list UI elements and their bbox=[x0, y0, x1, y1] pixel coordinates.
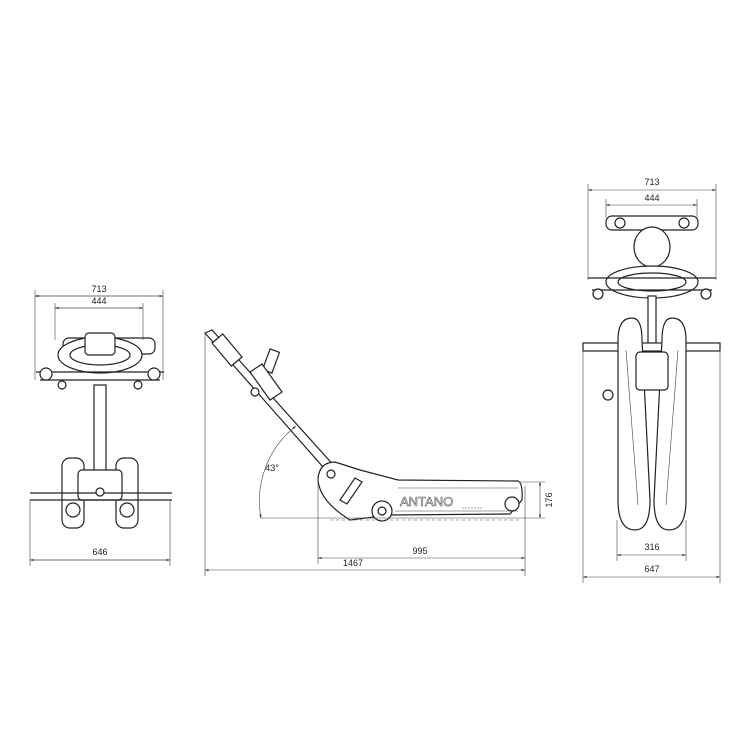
rear-drawing bbox=[582, 215, 721, 531]
track-length-label: 995 bbox=[412, 546, 427, 556]
dimension-lines bbox=[204, 333, 545, 576]
rear-handle-width-label: 444 bbox=[644, 193, 659, 203]
dimension-lines bbox=[29, 290, 171, 566]
rear-view: 713 444 316 647 bbox=[582, 177, 721, 583]
overall-length-label: 1467 bbox=[343, 558, 363, 568]
front-overall-width-label: 713 bbox=[91, 284, 106, 294]
side-view: ANTANO 43° 1467 995 176 bbox=[204, 329, 554, 576]
front-view: 713 444 646 bbox=[29, 284, 172, 566]
handle-angle-label: 43° bbox=[265, 463, 279, 473]
rear-base-width-label: 647 bbox=[644, 564, 659, 574]
track-gap-label: 316 bbox=[644, 542, 659, 552]
dimension-lines bbox=[582, 184, 721, 583]
logo: ANTANO bbox=[400, 494, 453, 509]
front-drawing bbox=[30, 332, 172, 529]
front-base-width-label: 646 bbox=[92, 547, 107, 557]
track-height-label: 176 bbox=[544, 492, 554, 507]
rear-overall-width-label: 713 bbox=[644, 177, 659, 187]
side-drawing: ANTANO bbox=[204, 329, 523, 522]
front-handle-width-label: 444 bbox=[91, 296, 106, 306]
